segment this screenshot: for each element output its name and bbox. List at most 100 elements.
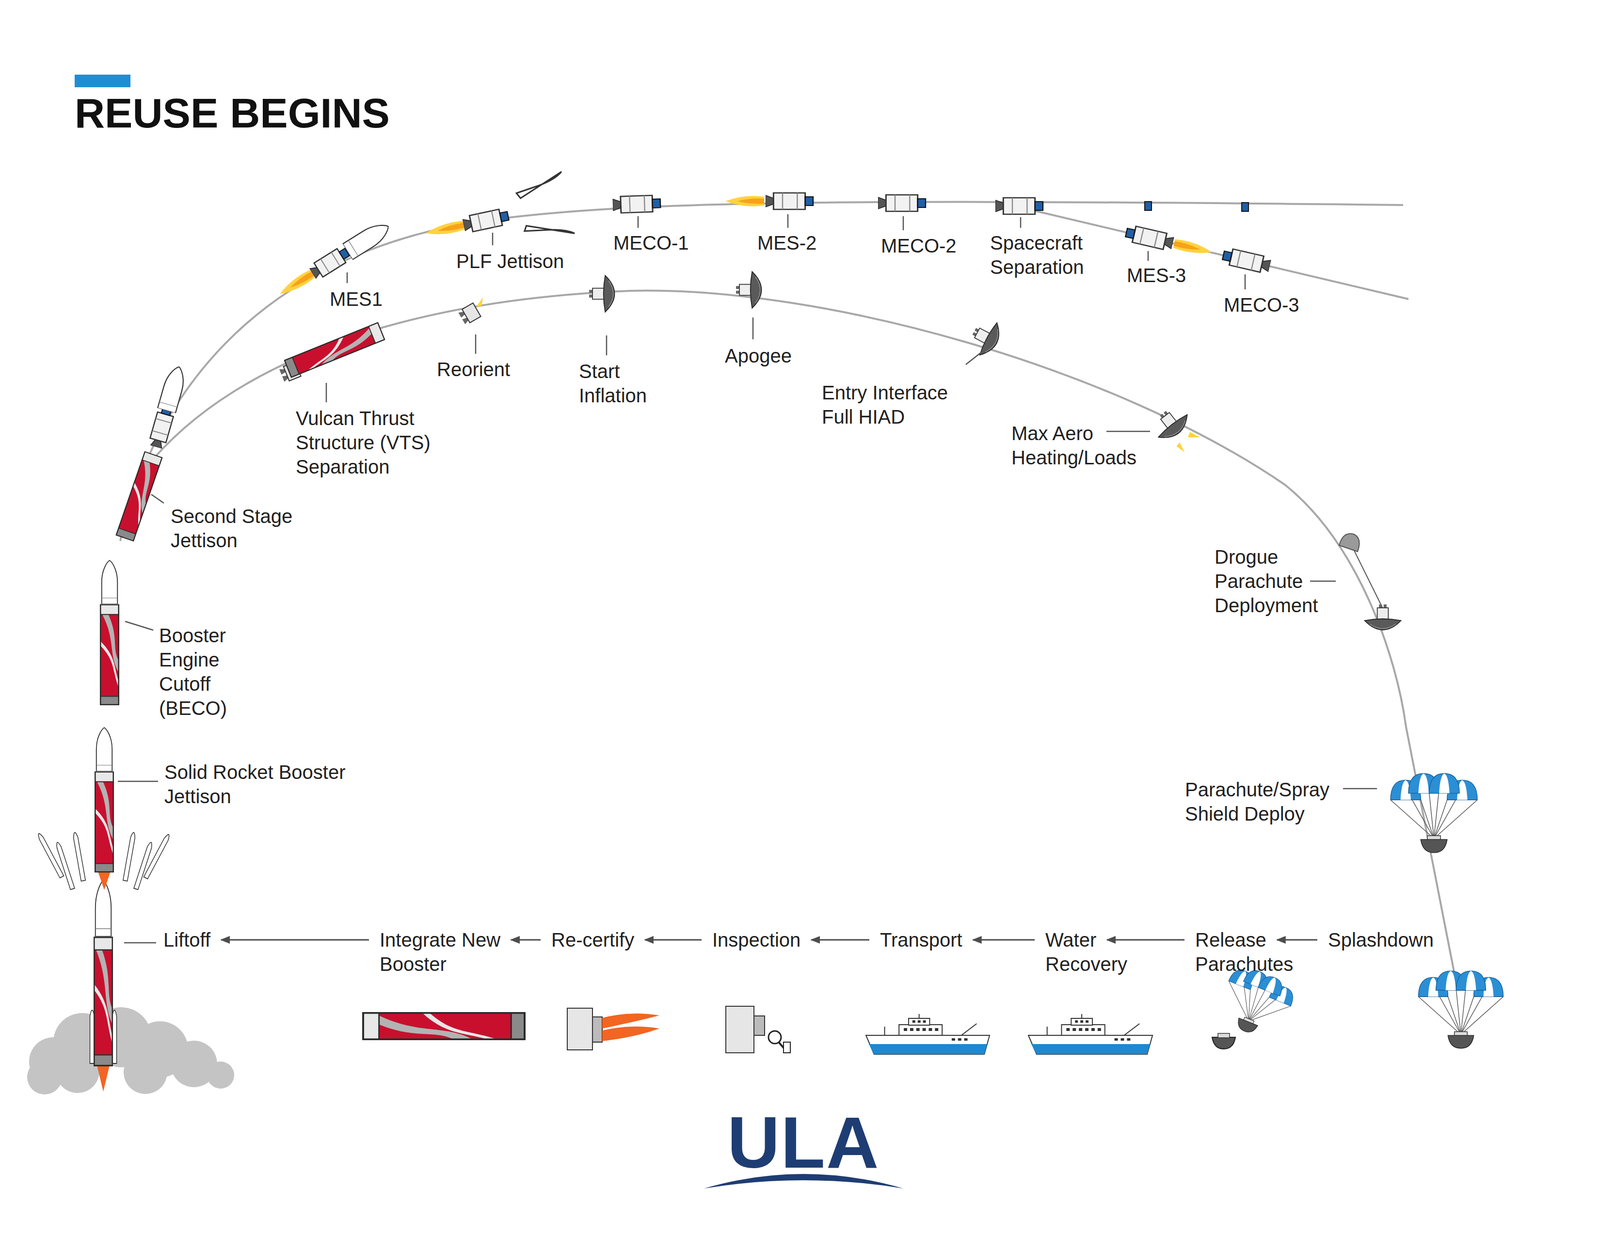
booster-recovery-events [965, 315, 1006, 360]
booster-recovery-events [1418, 971, 1504, 1049]
recovery-icons [753, 1016, 765, 1036]
step-node: Integrate New Booster [379, 928, 511, 977]
rocket-liftoff [94, 880, 113, 1066]
step-node: Water Recovery [1045, 928, 1143, 977]
recovery-icons [865, 1014, 990, 1055]
event-label: PLF Jettison [456, 249, 564, 274]
flow-arrow [644, 939, 702, 942]
recovery-icons [1217, 1033, 1230, 1039]
leader-lines [902, 216, 905, 231]
event-label: Start Inflation [578, 359, 657, 408]
leader-lines [151, 494, 164, 504]
logo-text: ULA [727, 1106, 880, 1180]
upper-stage-events [462, 208, 510, 234]
flow-arrow [511, 939, 541, 942]
rocket-srb-jettison [123, 832, 136, 882]
leader-lines [117, 214, 1377, 944]
event-label: Max Aero Heating/Loads [1011, 421, 1143, 470]
upper-stage-events [342, 218, 394, 260]
flow-arrow [221, 939, 369, 942]
step-node: Release Parachutes [1195, 928, 1307, 977]
event-label: Second Stage Jettison [170, 504, 307, 553]
booster-recovery-events [473, 297, 487, 309]
upper-stage-events [725, 192, 814, 210]
leader-lines [1343, 788, 1377, 790]
rocket-liftoff [94, 880, 113, 1066]
rocket-srb-jettison [95, 727, 114, 873]
upper-stage-events [274, 171, 1272, 303]
step-node: Transport [880, 928, 963, 953]
leader-lines [606, 335, 608, 356]
rocket-srb-jettison [97, 871, 111, 891]
step-text: Inspection [712, 928, 801, 953]
step-text: Release Parachutes [1195, 928, 1307, 977]
upper-stage-events [765, 192, 814, 210]
booster-recovery-events [1352, 547, 1383, 609]
upper-stage-events [513, 171, 565, 199]
rocket-beco [100, 560, 119, 705]
event-label: Booster Engine Cutoff (BECO) [159, 623, 232, 721]
event-label: MECO-2 [880, 233, 957, 258]
second-stage-jettison [157, 364, 189, 414]
upper-stage-events [523, 216, 575, 244]
rocket-srb-jettison [36, 832, 64, 879]
booster-recovery-events [284, 322, 385, 378]
smoke-cloud [27, 1059, 63, 1095]
rocket-liftoff [96, 1065, 110, 1092]
leader-lines [965, 352, 982, 365]
event-label: MECO-1 [613, 230, 689, 256]
step-node: Liftoff [163, 928, 211, 953]
event-label: Parachute/Spray Shield Deploy [1184, 777, 1341, 827]
booster-recovery-events [278, 271, 1504, 1049]
recovery-icons [602, 1026, 660, 1042]
upper-stage-events [308, 245, 352, 281]
recovery-icons [783, 1042, 791, 1054]
leader-lines [1310, 580, 1336, 583]
step-text: Water Recovery [1045, 928, 1143, 977]
rocket-srb-jettison [36, 832, 64, 879]
step-text: Transport [880, 928, 963, 953]
rocket-srb-jettison [72, 832, 86, 882]
leader-lines [1244, 274, 1247, 290]
step-text: Integrate New Booster [379, 928, 511, 977]
upper-stage-events [612, 194, 661, 213]
event-label: MES-2 [757, 230, 817, 256]
upper-stage-events [725, 195, 765, 207]
step-node: Inspection [712, 928, 801, 953]
upper-stage-events [1144, 201, 1152, 211]
booster-recovery-events [965, 315, 1006, 360]
upper-stage-events [1172, 238, 1214, 258]
upper-stage-events [1124, 224, 1175, 252]
upper-stage-events [1221, 247, 1272, 274]
upper-stage-events [995, 197, 1043, 215]
leader-lines [117, 781, 159, 783]
booster-recovery-events [1339, 533, 1360, 552]
recovery-icons [602, 1013, 660, 1029]
recovery-icons [592, 1017, 603, 1043]
booster-recovery-events [736, 271, 762, 308]
booster-recovery-events [1364, 604, 1401, 631]
step-text: Splashdown [1328, 928, 1434, 953]
rocket-srb-jettison [143, 833, 171, 880]
booster-recovery-events [736, 271, 762, 308]
leader-lines [1106, 431, 1151, 433]
booster-recovery-events [284, 322, 385, 378]
rocket-srb-jettison [72, 832, 86, 882]
upper-stage-events [995, 197, 1043, 215]
rocket-srb-jettison [143, 833, 171, 880]
upper-stage-events [878, 194, 926, 212]
booster-recovery-events [589, 275, 615, 312]
booster-recovery-events [1364, 604, 1401, 631]
event-label: Spacecraft Separation [990, 230, 1097, 280]
smoke-cloud [123, 1050, 168, 1095]
second-stage-jettison [116, 451, 163, 542]
rocket-beco [100, 560, 119, 705]
event-label: Reorient [436, 357, 511, 382]
title-bar [74, 74, 131, 88]
upper-stage-events [612, 194, 661, 213]
step-node: Splashdown [1328, 928, 1434, 953]
flow-arrow [1106, 939, 1185, 942]
